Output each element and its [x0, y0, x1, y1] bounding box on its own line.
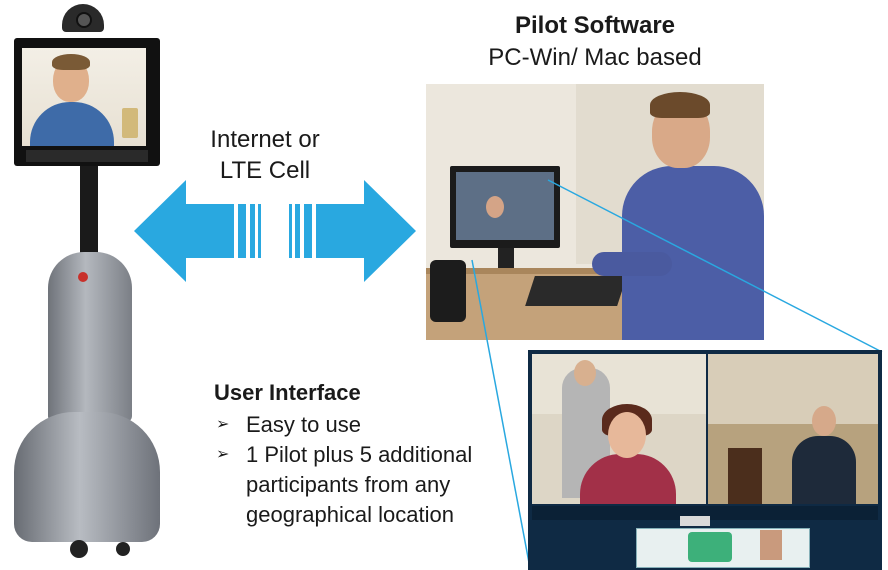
photo-pilot-hair [650, 92, 710, 118]
robot-wheel-right [116, 542, 130, 556]
robot-body [48, 252, 132, 422]
bullet-item: ➢ 1 Pilot plus 5 additional participants… [214, 440, 514, 530]
right-arrow-stripe-2 [295, 204, 300, 258]
robot-screen-person-hair [52, 54, 90, 70]
connection-label: Internet or LTE Cell [200, 124, 330, 186]
robot-speaker-bar [26, 150, 148, 162]
left-arrow-stripe-1 [238, 204, 246, 258]
left-arrow-stripe-3 [258, 204, 261, 258]
robot-power-button-icon [78, 272, 88, 282]
drive-control-icon [688, 532, 732, 562]
connection-label-line-2: LTE Cell [219, 157, 311, 184]
camera-lens-icon [76, 12, 92, 28]
bullet-text: 1 Pilot plus 5 additional participants f… [246, 442, 473, 527]
photo-monitor-participant [486, 196, 504, 218]
robot-neck-pole [80, 166, 98, 256]
bidirectional-arrows [134, 180, 416, 282]
controls-tab [680, 516, 710, 526]
photo-monitor-screen [456, 172, 554, 240]
connector-line-bottom [471, 259, 531, 569]
robot-screen-chair [122, 108, 138, 138]
robot-wheel-left [70, 540, 88, 558]
right-arrow-icon [316, 180, 416, 282]
user-interface-screenshot [528, 350, 882, 570]
video-tile-right-wall [708, 354, 878, 424]
video-caption-strip [532, 506, 878, 520]
speaker-icon [430, 260, 466, 322]
right-arrow-stripe-1 [289, 204, 292, 258]
bullet-item: ➢ Easy to use [214, 410, 514, 440]
user-interface-title: User Interface [214, 380, 361, 405]
video-tile-right-participant-body [792, 436, 856, 504]
left-arrow-stripe-2 [250, 204, 255, 258]
telepresence-robot [0, 0, 180, 570]
video-tile-right-podium [728, 448, 762, 504]
photo-monitor-stand [498, 248, 514, 268]
connection-label-line-1: Internet or [210, 126, 320, 153]
pilot-software-subtitle: PC-Win/ Mac based [488, 44, 702, 71]
bullet-text: Easy to use [246, 412, 361, 437]
participant-thumbnail [760, 530, 782, 560]
video-tile-left-standing-head [574, 360, 596, 386]
bullet-arrow-icon: ➢ [216, 416, 230, 433]
video-tile-right-participant-head [812, 406, 836, 436]
right-arrow-stripe-3 [304, 204, 312, 258]
video-tile-left-participant-face [608, 412, 646, 458]
connector-line-top [547, 179, 883, 353]
photo-pilot-arm [592, 252, 672, 276]
zoom-connector-lines [471, 179, 883, 569]
bullet-arrow-icon: ➢ [216, 446, 230, 463]
pilot-software-title: Pilot Software [514, 12, 676, 39]
user-interface-bullets: ➢ Easy to use ➢ 1 Pilot plus 5 additiona… [214, 410, 514, 530]
pilot-workstation-photo [426, 84, 764, 340]
video-tile-left-participant-body [580, 454, 676, 504]
left-arrow-icon [134, 180, 234, 282]
robot-base [14, 412, 160, 542]
